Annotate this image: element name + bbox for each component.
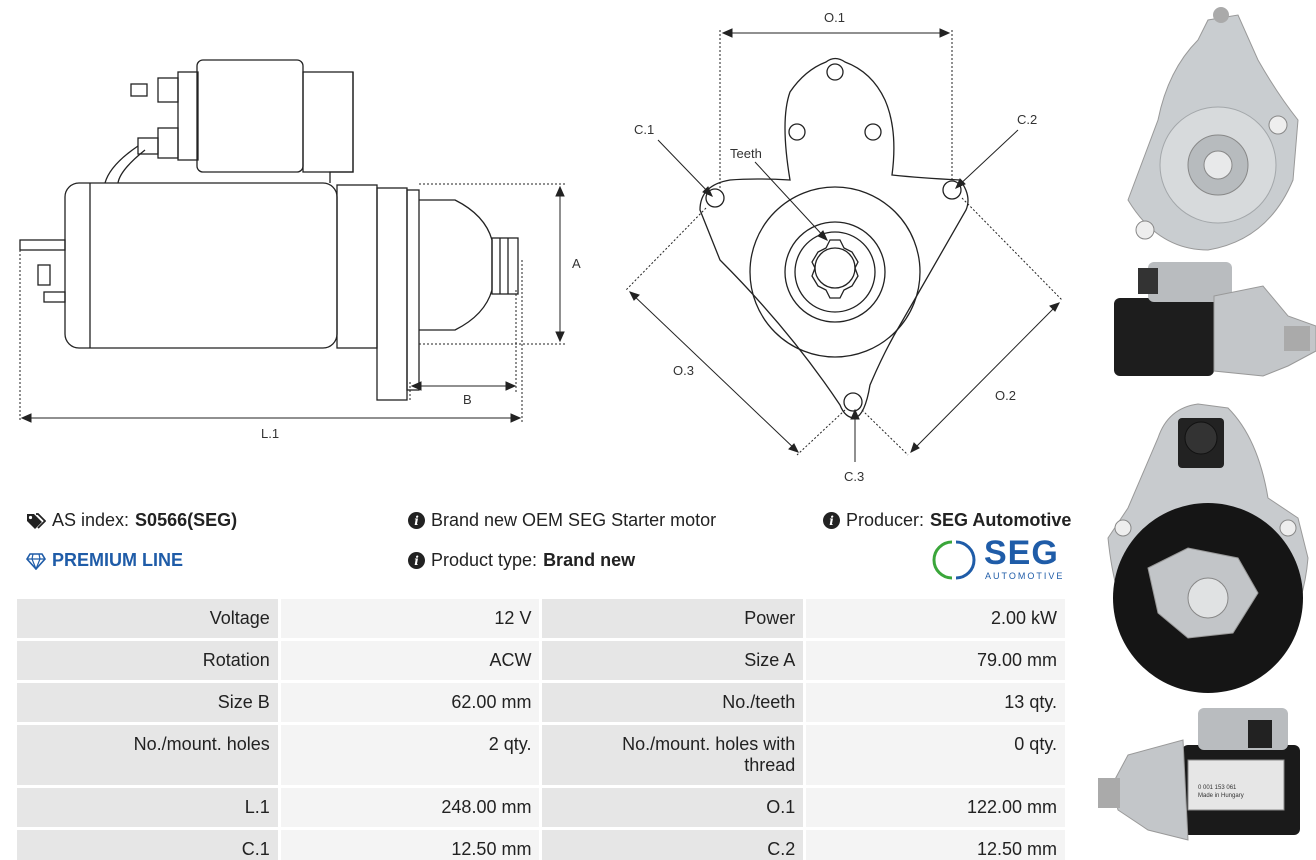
product-photo-rear[interactable]	[1088, 398, 1316, 698]
as-index-value: S0566(SEG)	[135, 510, 238, 530]
spec-value: 2 qty.	[277, 722, 543, 788]
table-row: Voltage 12 V Power 2.00 kW	[14, 596, 1068, 641]
spec-key: Size B	[14, 680, 281, 725]
table-row: No./mount. holes 2 qty. No./mount. holes…	[14, 722, 1068, 788]
as-index-row: AS index: S0566(SEG)	[26, 510, 237, 531]
photo-sticker-line1: 0 001 153 061	[1198, 785, 1237, 791]
spec-value: ACW	[277, 638, 543, 683]
diamond-icon	[26, 552, 46, 570]
premium-line-row[interactable]: PREMIUM LINE	[26, 550, 183, 571]
product-type-label: Product type:	[431, 550, 538, 570]
front-view-dimensions	[625, 28, 1063, 462]
label-b: B	[463, 392, 472, 407]
specs-table: Voltage 12 V Power 2.00 kW Rotation ACW …	[14, 596, 1068, 860]
spec-key: C.1	[14, 827, 281, 860]
label-c1: C.1	[634, 122, 654, 137]
info-icon: i	[408, 512, 425, 529]
product-photo-label-side[interactable]	[1088, 700, 1316, 850]
table-row: Rotation ACW Size A 79.00 mm	[14, 638, 1068, 683]
spec-key: Size A	[539, 638, 807, 683]
spec-key: L.1	[14, 785, 281, 830]
as-index-label: AS index:	[52, 510, 130, 530]
product-type-row: i Product type: Brand new	[408, 550, 635, 571]
spec-value: 13 qty.	[803, 680, 1068, 725]
producer-value: SEG Automotive	[930, 510, 1072, 530]
photo-sticker-label: 0 001 153 061 Made in Hungary	[1198, 784, 1294, 800]
spec-value: 79.00 mm	[803, 638, 1068, 683]
spec-value: 62.00 mm	[277, 680, 543, 725]
label-o1: O.1	[824, 10, 845, 25]
description-row: i Brand new OEM SEG Starter motor	[408, 510, 716, 531]
label-o2: O.2	[995, 388, 1016, 403]
spec-value: 0 qty.	[803, 722, 1068, 788]
info-icon: i	[408, 552, 425, 569]
spec-value: 248.00 mm	[277, 785, 543, 830]
label-teeth: Teeth	[730, 146, 762, 161]
label-o3: O.3	[673, 363, 694, 378]
spec-key: Rotation	[14, 638, 281, 683]
seg-automotive-logo: SEG AUTOMOTIVE	[930, 534, 1070, 584]
description-text: Brand new OEM SEG Starter motor	[431, 510, 717, 530]
spec-key: No./mount. holes	[14, 722, 281, 788]
side-view-drawing	[19, 59, 519, 401]
label-c3: C.3	[844, 469, 864, 484]
spec-key: No./mount. holes with thread	[539, 722, 807, 788]
label-a: A	[572, 256, 581, 271]
table-row: Size B 62.00 mm No./teeth 13 qty.	[14, 680, 1068, 725]
table-row: C.1 12.50 mm C.2 12.50 mm	[14, 827, 1068, 860]
spec-value: 12.50 mm	[803, 827, 1068, 860]
spec-key: Power	[539, 596, 807, 641]
spec-value: 2.00 kW	[803, 596, 1068, 641]
spec-key: O.1	[539, 785, 807, 830]
producer-label: Producer:	[846, 510, 925, 530]
table-row: L.1 248.00 mm O.1 122.00 mm	[14, 785, 1068, 830]
info-icon: i	[823, 512, 840, 529]
product-photo-front[interactable]	[1088, 0, 1316, 255]
side-view-dimensions	[19, 183, 565, 423]
tags-icon	[27, 512, 46, 529]
seg-logo-text: SEG	[984, 534, 1059, 572]
product-photo-side[interactable]	[1088, 256, 1316, 390]
spec-value: 12 V	[277, 596, 543, 641]
label-c2: C.2	[1017, 112, 1037, 127]
producer-row: i Producer: SEG Automotive	[823, 510, 1071, 531]
product-type-value: Brand new	[543, 550, 636, 570]
label-l1: L.1	[261, 426, 279, 441]
photo-sticker-line2: Made in Hungary	[1198, 793, 1244, 799]
spec-value: 122.00 mm	[803, 785, 1068, 830]
spec-key: Voltage	[14, 596, 281, 641]
spec-key: No./teeth	[539, 680, 807, 725]
technical-drawings: A B L.1	[0, 0, 1080, 495]
seg-logo-subtext: AUTOMOTIVE	[985, 571, 1065, 581]
front-view-drawing	[699, 57, 969, 419]
spec-key: C.2	[539, 827, 807, 860]
premium-line-label: PREMIUM LINE	[52, 550, 184, 570]
spec-value: 12.50 mm	[277, 827, 543, 860]
drawing-svg: A B L.1	[19, 10, 1063, 484]
